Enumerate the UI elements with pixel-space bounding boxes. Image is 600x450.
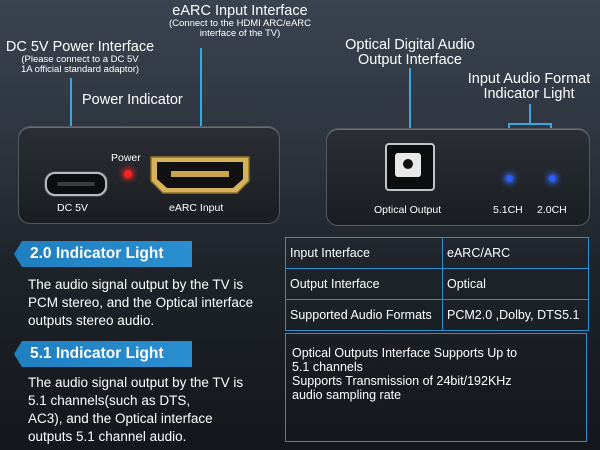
indicator-20-badge: 2.0 Indicator Light — [14, 241, 192, 267]
led-20ch-icon — [549, 175, 556, 182]
format-leader-bar — [508, 123, 552, 125]
format-leader-stem — [529, 104, 531, 124]
earc-title: eARC Input Interface — [172, 3, 308, 19]
note-line: audio sampling rate — [292, 388, 402, 402]
dc-power-callout: DC 5V Power Interface (Please connect to… — [4, 40, 156, 75]
optical-title2: Output Interface — [358, 52, 462, 68]
spec-value: Optical — [442, 268, 589, 300]
table-row: Input Interface eARC/ARC — [285, 237, 589, 269]
indicator-51-badge: 5.1 Indicator Light — [14, 341, 192, 367]
note-line: Supports Transmission of 24bit/192KHz — [292, 374, 512, 388]
indicator-20-text: The audio signal output by the TV is PCM… — [28, 276, 253, 330]
spec-label: Output Interface — [285, 268, 443, 300]
earc-sub2: interface of the TV) — [199, 28, 281, 39]
led-51ch-label: 5.1CH — [493, 204, 523, 216]
optical-device-panel: Optical Output 5.1CH 2.0CH — [326, 128, 590, 226]
earc-callout: eARC Input Interface (Connect to the HDM… — [140, 4, 340, 39]
optical-port-label: Optical Output — [374, 204, 442, 216]
note-line: Optical Outputs Interface Supports Up to — [292, 346, 518, 360]
led-51ch-icon — [506, 175, 513, 182]
optical-leader-line — [409, 68, 411, 172]
dc-power-sub1: (Please connect to a DC 5V — [21, 54, 139, 65]
table-row: Supported Audio Formats PCM2.0 ,Dolby, D… — [285, 299, 589, 331]
indicator-51-line: AC3), and the Optical interface — [28, 411, 213, 426]
indicator-20-line: The audio signal output by the TV is — [28, 277, 244, 292]
indicator-51-line: 5.1 channels(such as DTS, — [28, 393, 191, 408]
spec-value: eARC/ARC — [442, 237, 589, 269]
optical-note-box: Optical Outputs Interface Supports Up to… — [285, 333, 587, 442]
indicator-20-line: PCM stereo, and the Optical interface — [28, 295, 254, 310]
usb-c-port-icon — [45, 172, 107, 196]
format-title2: Indicator Light — [483, 86, 575, 102]
earc-port-label: eARC Input — [169, 202, 224, 214]
indicator-20-line: outputs stereo audio. — [28, 313, 155, 328]
format-callout: Input Audio Format Indicator Light — [458, 72, 600, 102]
indicator-51-text: The audio signal output by the TV is 5.1… — [28, 374, 243, 446]
dc-port-label: DC 5V — [57, 202, 88, 214]
dc-power-sub2: 1A official standard adaptor) — [20, 64, 140, 75]
led-20ch-label: 2.0CH — [537, 204, 567, 216]
indicator-51-line: The audio signal output by the TV is — [28, 375, 244, 390]
hdmi-port-icon — [149, 155, 251, 195]
spec-label: Supported Audio Formats — [285, 299, 443, 331]
power-led-label: Power — [111, 152, 141, 164]
table-row: Output Interface Optical — [285, 268, 589, 300]
indicator-20-badge-label: 2.0 Indicator Light — [30, 245, 164, 262]
note-line: 5.1 channels — [292, 360, 363, 374]
optical-title1: Optical Digital Audio — [345, 37, 475, 53]
earc-sub1: (Connect to the HDMI ARC/eARC — [168, 18, 312, 29]
optical-note-text: Optical Outputs Interface Supports Up to… — [292, 346, 517, 402]
power-indicator-title: Power Indicator — [82, 92, 183, 108]
dc-power-title: DC 5V Power Interface — [5, 39, 155, 55]
indicator-51-badge-label: 5.1 Indicator Light — [30, 345, 164, 362]
spec-label: Input Interface — [285, 237, 443, 269]
format-title1: Input Audio Format — [467, 71, 591, 87]
spec-table: Input Interface eARC/ARC Output Interfac… — [285, 237, 589, 331]
earc-device-panel: DC 5V Power eARC Input — [18, 126, 280, 224]
indicator-51-line: outputs 5.1 channel audio. — [28, 429, 187, 444]
earc-leader-line — [200, 48, 202, 160]
power-led-icon — [124, 170, 132, 178]
optical-port-icon — [385, 143, 435, 191]
optical-callout: Optical Digital Audio Output Interface — [325, 38, 495, 68]
spec-value: PCM2.0 ,Dolby, DTS5.1 — [442, 299, 589, 331]
